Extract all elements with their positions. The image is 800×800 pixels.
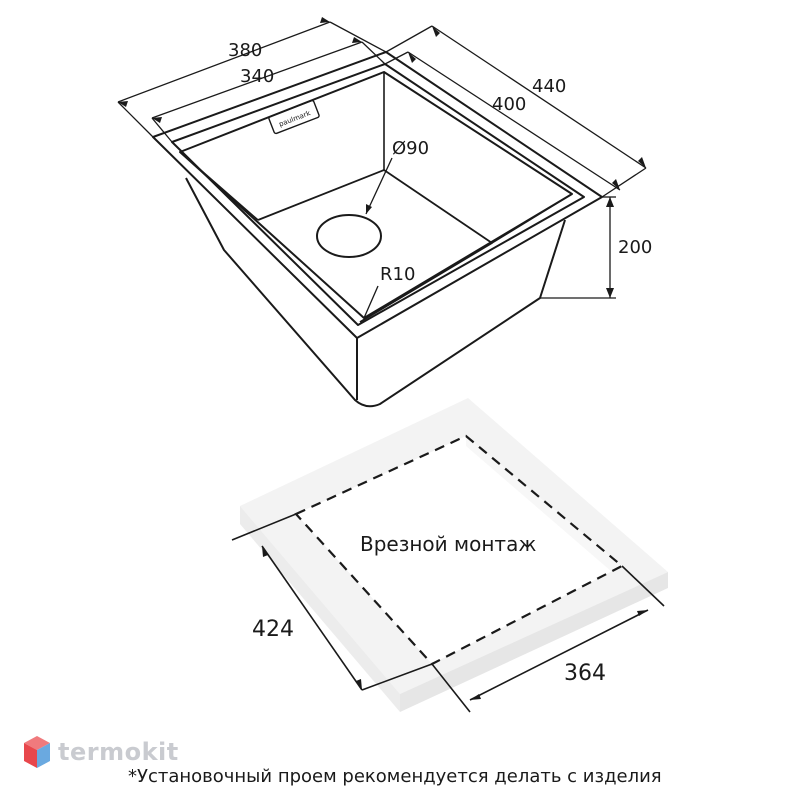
dim-outer-length: 440 bbox=[532, 76, 566, 97]
cube-logo-icon bbox=[24, 736, 50, 768]
watermark-logo: termokit bbox=[22, 734, 179, 770]
sink-body bbox=[185, 177, 566, 408]
bowl-wall-left bbox=[179, 151, 259, 221]
cutout-dashed-outline bbox=[294, 434, 624, 666]
bowl-floor bbox=[257, 169, 493, 323]
dim-inner-width: 340 bbox=[240, 66, 274, 87]
brand-plate bbox=[268, 99, 320, 135]
dimension-lines bbox=[117, 21, 647, 319]
sink-rim-inner bbox=[171, 63, 585, 326]
footnote: *Установочный проем рекомендуется делать… bbox=[128, 766, 662, 787]
dim-inner-length: 400 bbox=[492, 94, 526, 115]
cutout-dimension-lines bbox=[231, 513, 665, 713]
countertop bbox=[240, 398, 668, 712]
dimension-arrows bbox=[118, 17, 646, 298]
countertop-front-side bbox=[400, 572, 668, 712]
bowl-wall-right bbox=[491, 193, 573, 244]
drain-hole bbox=[316, 214, 382, 258]
mount-type-label: Врезной монтаж bbox=[360, 532, 536, 556]
cutout-dimension-arrows bbox=[262, 546, 648, 700]
cutout-inner-wall bbox=[466, 436, 622, 572]
dim-outer-width: 380 bbox=[228, 40, 262, 61]
sink-drawing bbox=[152, 51, 603, 408]
dim-cutout-length: 424 bbox=[252, 617, 294, 642]
dim-drain: Ø90 bbox=[392, 138, 429, 159]
dim-cutout-width: 364 bbox=[564, 661, 606, 686]
countertop-left-side bbox=[240, 506, 400, 712]
watermark-text: termokit bbox=[58, 738, 179, 766]
dim-height: 200 bbox=[618, 237, 652, 258]
dim-radius: R10 bbox=[380, 264, 415, 285]
